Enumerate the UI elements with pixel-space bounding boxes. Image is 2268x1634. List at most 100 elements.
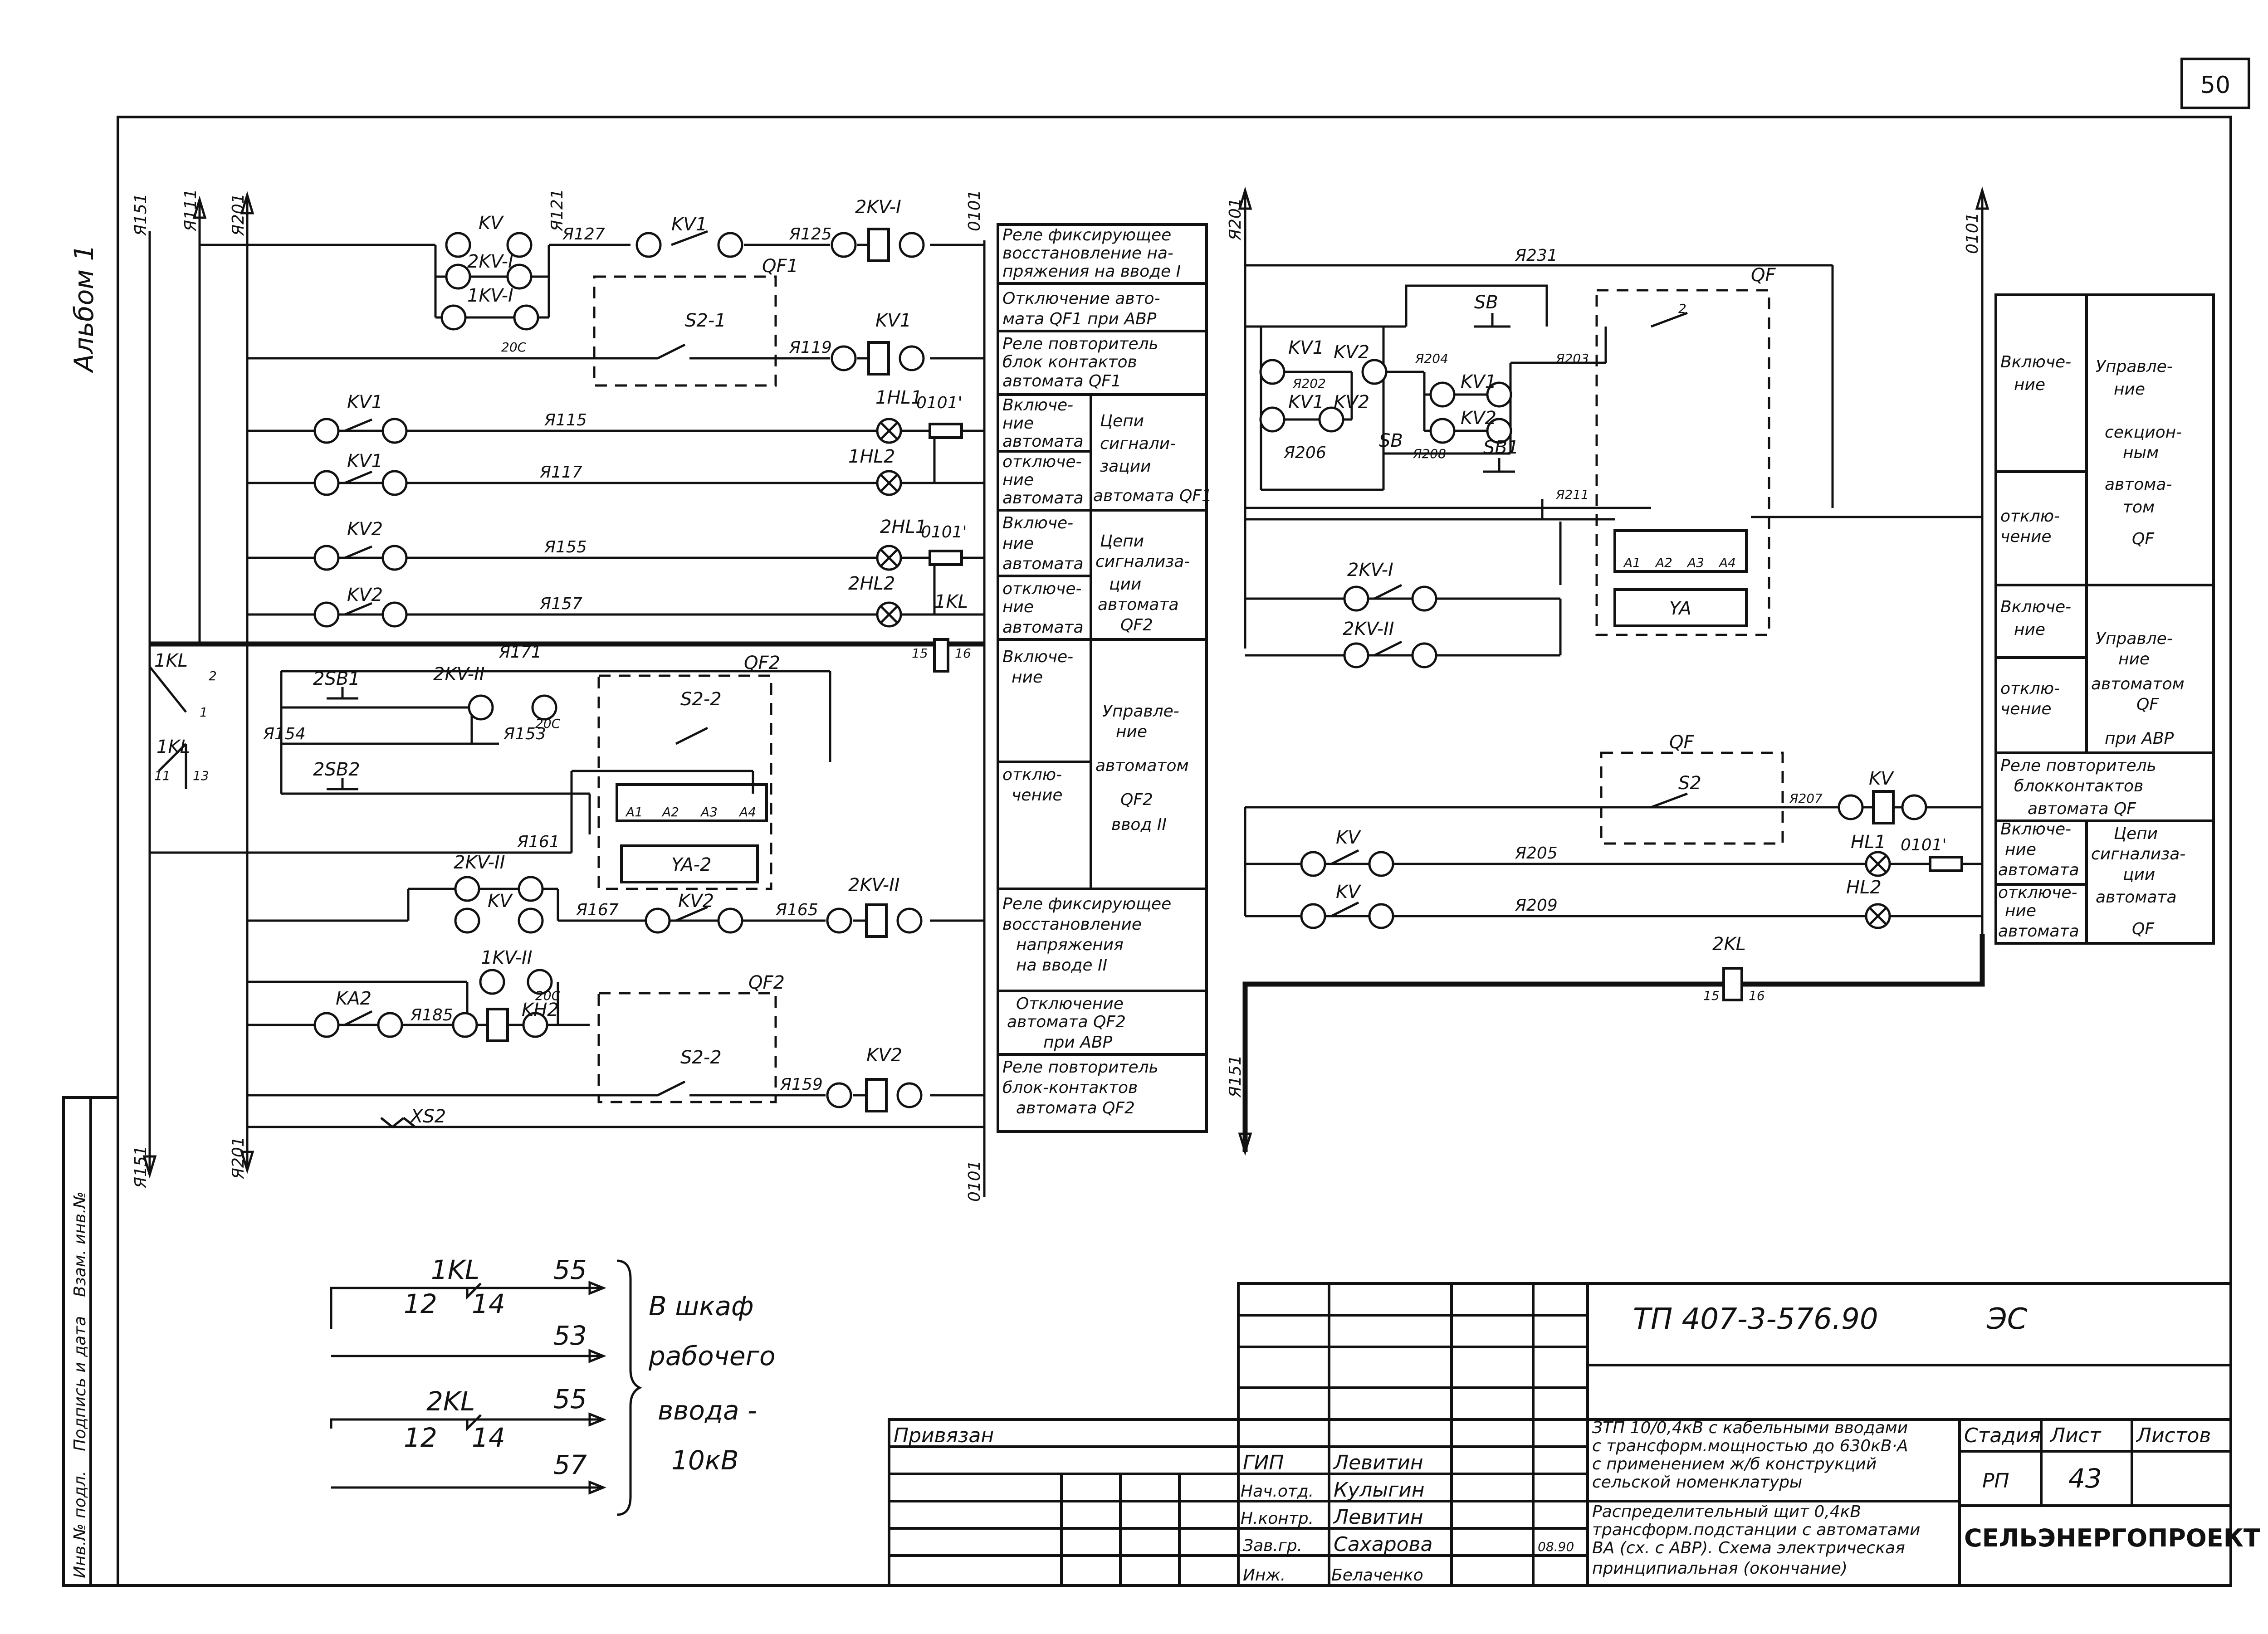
bus-label: Я151 — [132, 1146, 150, 1189]
svg-text:Я161: Я161 — [517, 833, 560, 851]
svg-text:Я185: Я185 — [410, 1006, 453, 1024]
svg-text:1HL1: 1HL1 — [875, 387, 922, 408]
svg-text:KV1: KV1 — [347, 451, 383, 472]
svg-text:при АВР: при АВР — [2105, 729, 2174, 748]
output-legend — [330, 1259, 642, 1516]
svg-text:12: 12 — [404, 1288, 437, 1319]
svg-text:восстановление: восстановление — [1002, 915, 1142, 934]
svg-text:Я231: Я231 — [1515, 246, 1558, 265]
svg-text:2SB1: 2SB1 — [313, 668, 360, 689]
svg-text:автомата: автомата — [1002, 555, 1084, 573]
svg-text:автомата: автомата — [1998, 861, 2079, 879]
svg-text:Я121: Я121 — [548, 189, 567, 232]
right-components — [1259, 289, 1963, 1001]
svg-text:ГИП: ГИП — [1243, 1451, 1284, 1474]
svg-text:А4: А4 — [1718, 555, 1736, 570]
svg-text:секцион-: секцион- — [2105, 423, 2182, 442]
svg-text:2HL2: 2HL2 — [848, 573, 895, 594]
svg-text:с применением ж/б конструкций: с применением ж/б конструкций — [1592, 1455, 1877, 1473]
svg-text:Я206: Я206 — [1283, 444, 1326, 462]
svg-text:Я211: Я211 — [1555, 487, 1589, 502]
svg-text:при АВР: при АВР — [1043, 1033, 1113, 1052]
svg-text:ние: ние — [2005, 840, 2036, 859]
svg-text:2: 2 — [1678, 301, 1686, 316]
svg-text:15: 15 — [1703, 988, 1720, 1003]
svg-text:2KV-I: 2KV-I — [1347, 560, 1393, 580]
svg-text:Я203: Я203 — [1555, 351, 1589, 366]
svg-text:ние: ние — [2014, 620, 2045, 639]
svg-text:автомата: автомата — [1998, 922, 2079, 941]
svg-text:KV1: KV1 — [875, 310, 911, 331]
svg-text:Управле-: Управле- — [1102, 702, 1179, 721]
svg-text:Распределительный щит 0,4кВ: Распределительный щит 0,4кВ — [1592, 1502, 1861, 1521]
svg-text:Реле повторитель: Реле повторитель — [2000, 756, 2156, 775]
svg-text:ние: ние — [2014, 376, 2045, 394]
svg-text:QF: QF — [1669, 732, 1694, 753]
svg-text:автомата QF1: автомата QF1 — [1093, 487, 1212, 505]
svg-text:Цепи: Цепи — [1100, 532, 1144, 551]
svg-text:Я157: Я157 — [539, 595, 582, 613]
svg-text:Включе-: Включе- — [2000, 353, 2071, 371]
svg-text:10кВ: 10кВ — [671, 1445, 739, 1476]
svg-text:блокконтактов: блокконтактов — [2014, 777, 2143, 795]
svg-text:Н.контр.: Н.контр. — [1241, 1509, 1314, 1528]
svg-text:зации: зации — [1100, 457, 1151, 476]
svg-text:напряжения: напряжения — [1016, 936, 1124, 954]
svg-text:блок контактов: блок контактов — [1002, 353, 1137, 371]
svg-text:43: 43 — [2068, 1463, 2102, 1494]
svg-text:Я127: Я127 — [562, 225, 605, 244]
left-table-text: Реле фиксирующее восстановление на- пряж… — [1002, 226, 1212, 1117]
svg-text:отклю-: отклю- — [2000, 679, 2060, 698]
svg-text:KV1: KV1 — [1288, 337, 1324, 358]
svg-text:S2-1: S2-1 — [685, 310, 726, 331]
svg-text:отклю-: отклю- — [2000, 507, 2060, 526]
right-rungs — [1245, 264, 1982, 917]
svg-text:Управле-: Управле- — [2096, 629, 2173, 648]
svg-text:А1: А1 — [625, 805, 643, 819]
svg-text:KV2: KV2 — [347, 519, 383, 540]
svg-text:А2: А2 — [1655, 555, 1672, 570]
svg-text:Цепи: Цепи — [2114, 824, 2158, 843]
svg-text:QF: QF — [2136, 695, 2159, 714]
svg-text:HL1: HL1 — [1851, 832, 1886, 853]
svg-text:автомата: автомата — [1098, 595, 1179, 614]
svg-text:1KL: 1KL — [156, 737, 190, 757]
left-rungs — [150, 244, 984, 1128]
svg-text:14: 14 — [472, 1288, 505, 1319]
svg-text:14: 14 — [472, 1422, 505, 1453]
right-function-table — [1994, 293, 2215, 945]
svg-text:Сахарова: Сахарова — [1334, 1533, 1432, 1556]
svg-text:чение: чение — [2000, 700, 2052, 718]
svg-text:РП: РП — [1982, 1469, 2009, 1493]
svg-text:Я154: Я154 — [263, 725, 306, 743]
svg-text:S2: S2 — [1678, 773, 1701, 794]
svg-text:отключе-: отключе- — [1002, 580, 1081, 598]
svg-text:отключе-: отключе- — [1002, 453, 1081, 471]
svg-text:2KV-I: 2KV-I — [467, 251, 513, 272]
svg-text:KV1: KV1 — [1288, 392, 1324, 413]
svg-text:А1: А1 — [1623, 555, 1641, 570]
svg-text:ние: ние — [2114, 380, 2145, 399]
side-stamp: Инв.№ подл. Подпись и дата Взам. инв.№ — [71, 1191, 89, 1578]
svg-text:А3: А3 — [1686, 555, 1704, 570]
svg-text:Я125: Я125 — [789, 225, 832, 244]
svg-text:рабочего: рабочего — [648, 1341, 776, 1371]
svg-text:QF2: QF2 — [1120, 790, 1153, 809]
svg-text:S2-2: S2-2 — [680, 689, 722, 710]
svg-text:автомата QF2: автомата QF2 — [1016, 1099, 1135, 1117]
svg-text:Листов: Листов — [2136, 1424, 2211, 1447]
organization: СЕЛЬЭНЕРГОПРОЕКТ — [1964, 1524, 2260, 1552]
svg-text:автомата QF1: автомата QF1 — [1002, 372, 1121, 390]
svg-text:Я205: Я205 — [1515, 844, 1558, 863]
svg-text:В шкаф: В шкаф — [649, 1291, 753, 1322]
svg-text:KV1: KV1 — [347, 392, 383, 413]
svg-text:55: 55 — [553, 1384, 587, 1415]
svg-text:16: 16 — [955, 646, 971, 661]
svg-text:мата QF1 при АВР: мата QF1 при АВР — [1002, 310, 1157, 328]
svg-text:0101': 0101' — [1901, 836, 1947, 854]
svg-text:автомата QF2: автомата QF2 — [1007, 1013, 1126, 1031]
svg-text:автома-: автома- — [2105, 475, 2172, 494]
svg-text:0101': 0101' — [916, 394, 963, 412]
svg-text:1KL: 1KL — [154, 650, 188, 671]
svg-text:автомата: автомата — [1002, 618, 1084, 637]
